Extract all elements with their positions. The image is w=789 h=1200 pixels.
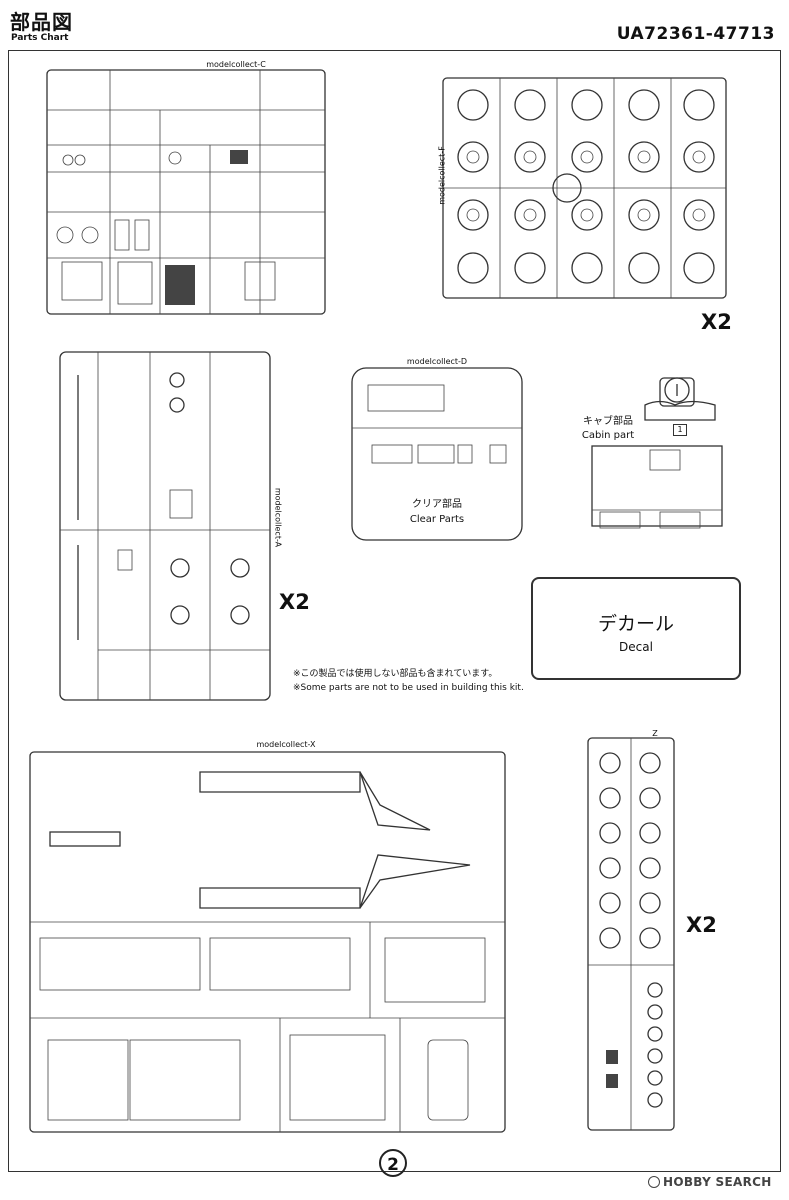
sprue-z (587, 737, 675, 1131)
decal-label-jp: デカール (597, 613, 674, 635)
sprue-d-clear (351, 367, 523, 541)
unused-parts-note: ※この製品では使用しない部品も含まれています。 ※Some parts are … (293, 667, 524, 695)
watermark-logo: HOBBY SEARCH (648, 1175, 772, 1189)
sprue-x-tag: modelcollect-X (256, 740, 316, 749)
sprue-a-multiplier: X2 (279, 590, 310, 614)
decal-box: デカール Decal (531, 577, 741, 680)
decal-label-en: Decal (619, 640, 653, 654)
sprue-c (46, 69, 326, 315)
note-jp: ※この製品では使用しない部品も含まれています。 (293, 669, 498, 679)
sprue-x (29, 751, 506, 1133)
sprue-f-multiplier: X2 (701, 310, 732, 334)
watermark-text: HOBBY SEARCH (663, 1175, 772, 1189)
cabin-part-label-en: Cabin part (581, 430, 635, 441)
page-title: 部品図 (10, 10, 73, 34)
cabin-part-label-jp: キャブ部品 (583, 416, 633, 427)
product-code: UA72361-47713 (616, 24, 775, 44)
sprue-z-tag: Z (652, 729, 658, 738)
clear-parts-label-jp: クリア部品 (412, 499, 462, 510)
sprue-a-tag: modelcollect-A (273, 487, 283, 548)
cabin-part (591, 377, 723, 529)
sprue-c-tag: modelcollect-C (206, 60, 266, 69)
page-subtitle: Parts Chart (11, 33, 69, 43)
sprue-d-tag: modelcollect-D (406, 357, 468, 366)
sprue-z-multiplier: X2 (686, 913, 717, 937)
logo-circle-icon (648, 1176, 660, 1188)
sprue-f-wheels (442, 77, 727, 299)
sprue-f-tag: modelcollect-F (437, 146, 447, 205)
sprue-a (59, 351, 271, 701)
clear-parts-label-en: Clear Parts (409, 514, 465, 525)
cabin-part-number: 1 (673, 424, 687, 436)
note-en: ※Some parts are not to be used in buildi… (293, 683, 524, 693)
page-number: 2 (379, 1149, 407, 1177)
